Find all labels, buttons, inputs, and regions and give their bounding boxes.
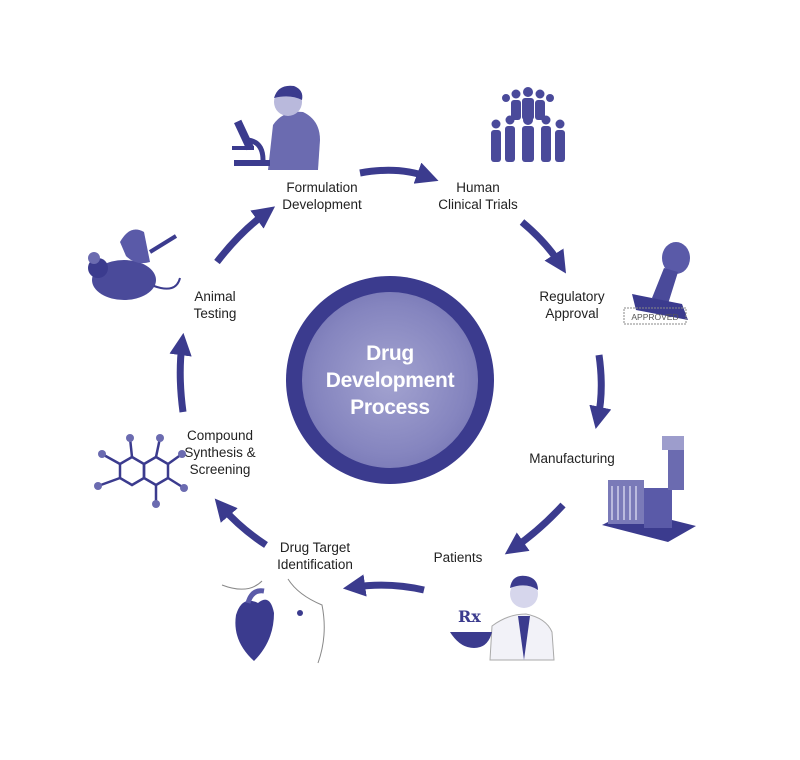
stage-label-animal: Animal Testing [193,289,237,321]
arrow-formulation-to-clinical [359,162,439,184]
stage-label-compound: Compound Synthesis & Screening [184,428,256,477]
stage-label-formulation: Formulation Development [282,180,362,212]
arrow-manufacturing-to-patients [504,502,566,555]
rx-symbol: Rx [458,607,481,626]
approved-stamp-icon: APPROVED [623,242,690,325]
stage-label-regulatory: Regulatory Approval [539,289,605,321]
lab-mouse-icon [88,229,181,300]
stage-label-target-id: Drug Target Identification [277,540,353,572]
stage-label-clinical-trials: Human Clinical Trials [438,180,518,212]
arrow-animal-to-formulation [214,206,276,265]
factory-machine-icon [602,436,696,542]
arrow-target-to-compound [214,498,268,548]
center-hub: Drug Development Process [286,276,494,484]
scientist-microscope-icon [232,85,320,170]
doctor-prescription-icon: Rx [450,575,555,661]
arrow-patients-to-target [342,574,425,597]
arrow-clinical-to-regulatory [519,219,567,274]
diagram-title: Drug Development Process [325,341,455,419]
stage-label-patients: Patients [433,550,483,565]
molecule-icon [94,434,188,508]
people-group-icon [491,87,565,162]
arrow-regulatory-to-manufacturing [589,354,612,429]
stage-label-manufacturing: Manufacturing [529,451,615,466]
stamp-text: APPROVED [631,312,678,322]
arrow-compound-to-animal [169,332,192,413]
heart-anatomy-icon [221,578,325,664]
